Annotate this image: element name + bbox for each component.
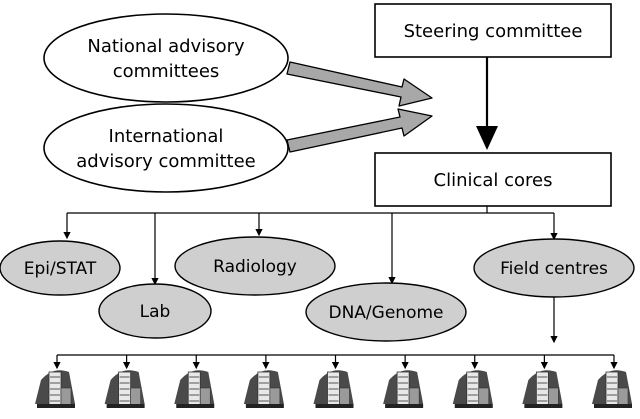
steering-to-clinical-arrow bbox=[476, 57, 498, 150]
building-icon bbox=[174, 355, 215, 408]
building-icon bbox=[522, 355, 563, 408]
core-radiology-label: Radiology bbox=[213, 257, 297, 277]
core-lab: Lab bbox=[98, 283, 212, 339]
building-icon bbox=[452, 355, 493, 408]
national-advisory-line2: committees bbox=[113, 61, 220, 82]
clinical-cores-box: Clinical cores bbox=[374, 152, 612, 207]
building-icon bbox=[35, 355, 75, 408]
core-radiology: Radiology bbox=[174, 236, 336, 296]
international-to-steering-arrow bbox=[286, 108, 433, 153]
core-epi-stat-label: Epi/STAT bbox=[24, 259, 97, 279]
steering-committee-label: Steering committee bbox=[404, 21, 583, 42]
building-icon bbox=[243, 355, 284, 408]
international-advisory-ellipse: International advisory committee bbox=[43, 103, 289, 193]
building-icon bbox=[592, 355, 632, 408]
clinical-cores-label: Clinical cores bbox=[434, 170, 553, 191]
core-dna-genome-label: DNA/Genome bbox=[329, 303, 444, 323]
core-dna-genome: DNA/Genome bbox=[305, 282, 467, 342]
cores-distribution-lines bbox=[63, 206, 558, 286]
core-epi-stat: Epi/STAT bbox=[0, 240, 121, 296]
national-to-steering-arrow bbox=[286, 61, 433, 107]
national-advisory-ellipse: National advisory committees bbox=[43, 13, 289, 103]
building-icon bbox=[383, 355, 424, 408]
building-icon bbox=[104, 355, 145, 408]
core-field-centres-label: Field centres bbox=[500, 259, 608, 279]
building-icon bbox=[313, 355, 354, 408]
core-field-centres: Field centres bbox=[473, 238, 635, 298]
international-advisory-line2: advisory committee bbox=[76, 151, 256, 172]
international-advisory-line1: International bbox=[109, 126, 224, 147]
national-advisory-line1: National advisory bbox=[87, 36, 245, 57]
core-lab-label: Lab bbox=[140, 302, 171, 322]
steering-committee-box: Steering committee bbox=[374, 3, 612, 58]
field-centre-buildings bbox=[35, 355, 632, 408]
